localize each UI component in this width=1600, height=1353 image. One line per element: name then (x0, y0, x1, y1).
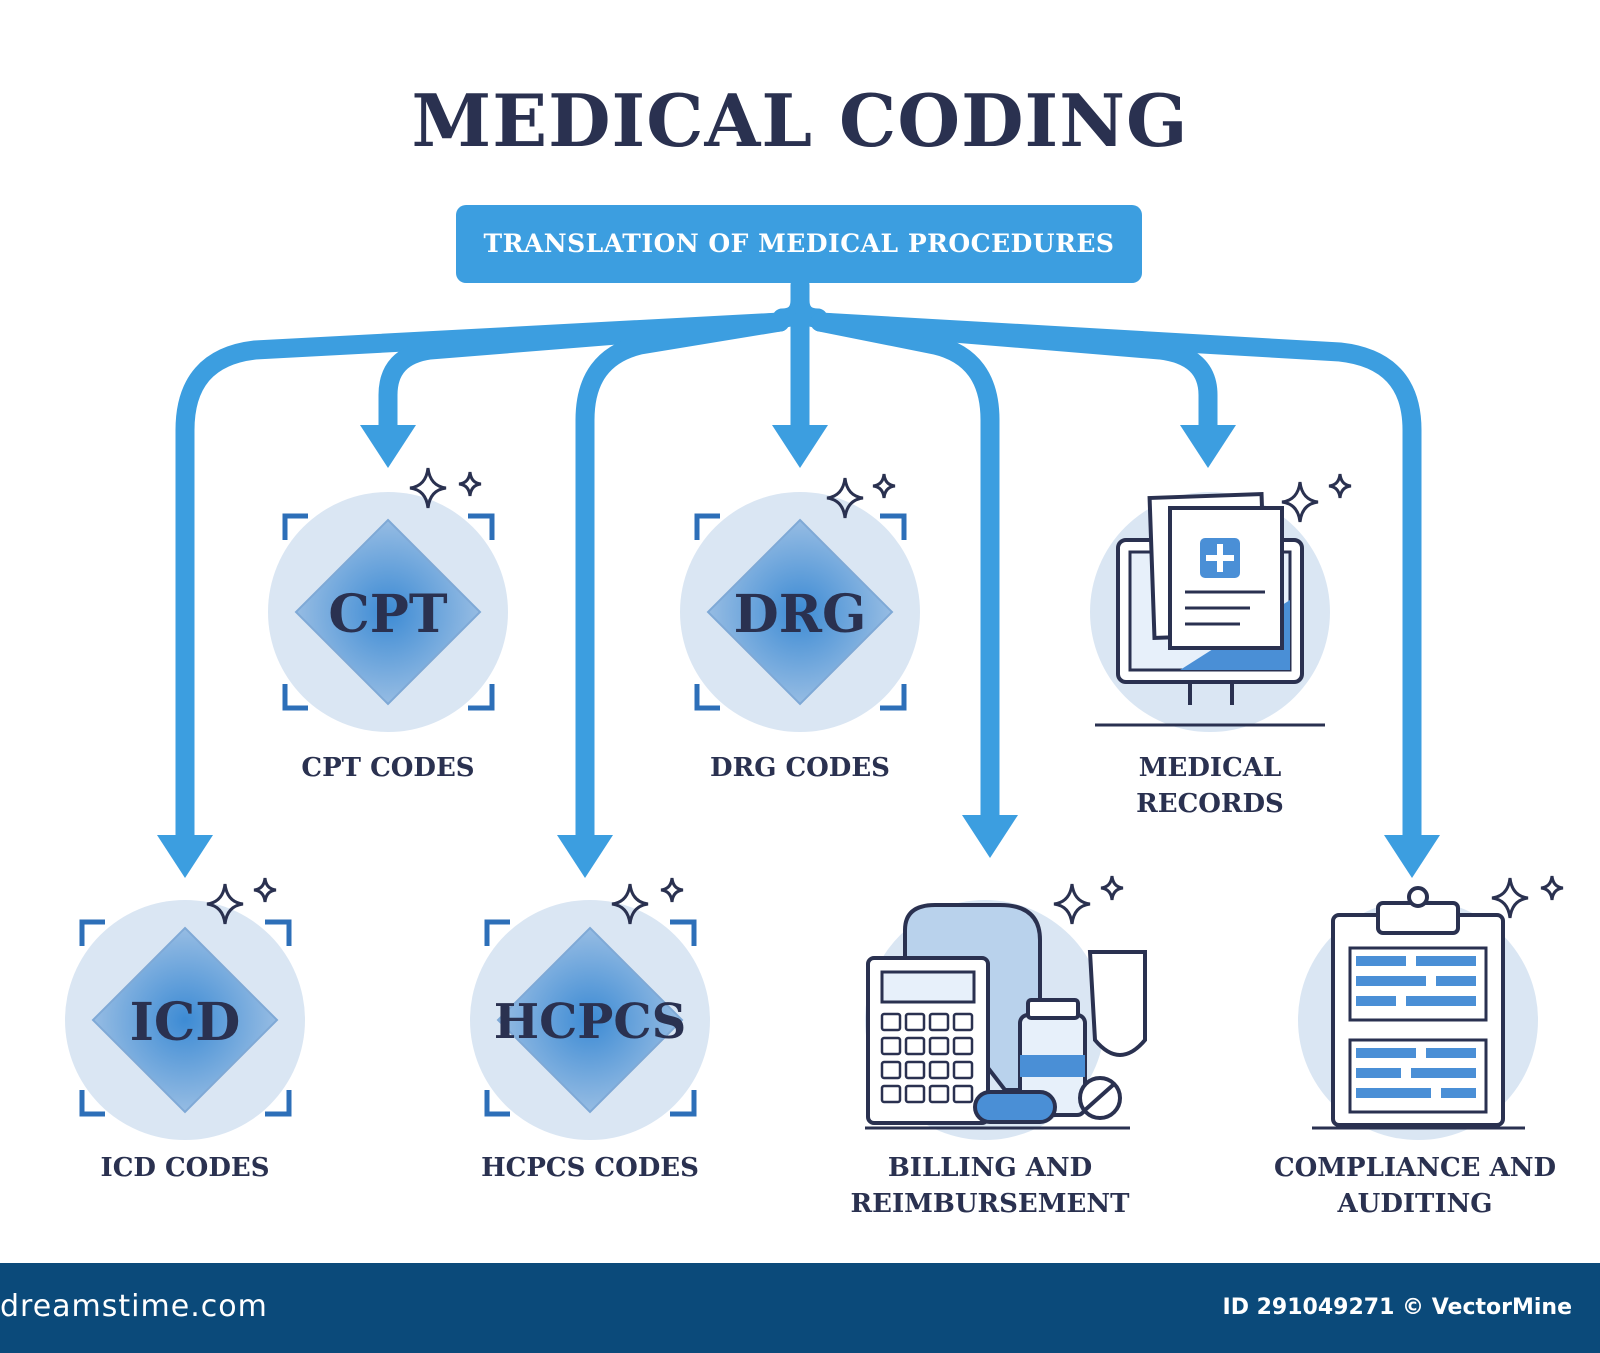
cpt-node: CPT (268, 467, 508, 732)
billing-label-line-2: REIMBURSEMENT (850, 1189, 1130, 1219)
arrow-to-cpt (378, 312, 790, 435)
arrow-heads (157, 425, 1440, 878)
sparkle-icon (206, 877, 277, 925)
cpt-label: CPT CODES (301, 753, 475, 783)
hcpcs-node: HCPCS (470, 877, 710, 1140)
footer-bar: dreamstime.com ID 291049271 © VectorMine (0, 1263, 1600, 1353)
sparkle-icon (1281, 473, 1352, 523)
compliance-label: COMPLIANCE AND AUDITING (1255, 1150, 1575, 1222)
records-label-line-1: MEDICAL (1138, 753, 1282, 783)
arrow-to-billing (810, 312, 1000, 825)
sparkle-icon (826, 473, 896, 519)
cpt-corner-brackets (282, 513, 495, 711)
hcpcs-corner-brackets (484, 919, 697, 1117)
billing-node (865, 875, 1147, 1140)
footer-image-id: ID 291049271 © VectorMine (1222, 1295, 1572, 1320)
connector-arrows (175, 275, 1422, 845)
torn-receipt-icon (1087, 950, 1147, 1057)
icd-node: ICD (65, 877, 305, 1140)
cpt-code: CPT (328, 584, 447, 645)
arrowhead-billing (962, 815, 1018, 858)
hcpcs-label: HCPCS CODES (481, 1153, 699, 1183)
root-label: TRANSLATION OF MEDICAL PROCEDURES (483, 229, 1115, 258)
records-label-line-2: RECORDS (1136, 789, 1284, 819)
drg-diamond (706, 518, 894, 706)
icd-diamond (91, 926, 279, 1114)
sparkle-icon (1491, 875, 1564, 919)
icd-code: ICD (130, 992, 241, 1053)
arrow-to-hcpcs (575, 312, 790, 845)
records-label: MEDICAL RECORDS (1090, 750, 1330, 822)
arrow-to-icd (175, 312, 790, 845)
hcpcs-diamond (496, 926, 684, 1114)
arrow-to-compliance (810, 312, 1422, 845)
drg-code: DRG (734, 584, 867, 645)
capsule-icon (973, 1090, 1057, 1124)
drg-label: DRG CODES (710, 753, 890, 783)
arrowhead-hcpcs (557, 835, 613, 878)
drg-node: DRG (680, 473, 920, 732)
footer-brand: dreamstime.com (0, 1289, 268, 1324)
billing-label-line-1: BILLING AND (887, 1153, 1093, 1183)
hcpcs-code: HCPCS (494, 994, 687, 1050)
compliance-label-line-2: AUDITING (1337, 1189, 1493, 1219)
compliance-node (1298, 875, 1564, 1140)
sparkle-icon (409, 467, 482, 509)
drg-corner-brackets (694, 513, 907, 711)
compliance-label-line-1: COMPLIANCE AND (1273, 1153, 1557, 1183)
icd-label: ICD CODES (100, 1153, 270, 1183)
arrowhead-drg (772, 425, 828, 468)
arrowhead-compliance (1384, 835, 1440, 878)
root-box: TRANSLATION OF MEDICAL PROCEDURES (456, 205, 1142, 283)
cpt-diamond (294, 518, 482, 706)
icd-corner-brackets (79, 919, 292, 1117)
arrowhead-records (1180, 425, 1236, 468)
sparkle-icon (1053, 875, 1124, 925)
table-lines (1356, 956, 1476, 1098)
billing-label: BILLING AND REIMBURSEMENT (845, 1150, 1135, 1222)
arrowhead-icd (157, 835, 213, 878)
page-title: MEDICAL CODING (411, 78, 1189, 163)
sparkle-icon (611, 877, 684, 925)
arrowhead-cpt (360, 425, 416, 468)
records-node (1090, 473, 1352, 732)
